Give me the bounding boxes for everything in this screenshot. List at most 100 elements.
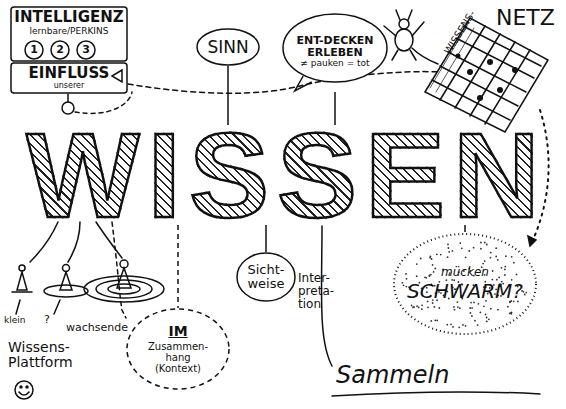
swarm-dot bbox=[454, 309, 456, 311]
swarm-dot bbox=[465, 257, 467, 259]
swarm-dot bbox=[420, 258, 422, 260]
swarm-dot bbox=[470, 312, 472, 314]
swarm-dot bbox=[421, 287, 423, 289]
swarm-dot bbox=[446, 291, 448, 293]
swarm-dot bbox=[454, 288, 456, 290]
swarm-dot bbox=[431, 258, 433, 260]
numbered-circle: 2 bbox=[50, 40, 70, 60]
swarm-dot bbox=[498, 277, 500, 279]
swarm-dot bbox=[483, 286, 485, 288]
oval-outline bbox=[25, 41, 43, 59]
swarm-dot bbox=[440, 254, 442, 256]
swarm-dot bbox=[513, 300, 515, 302]
swarm-dot bbox=[452, 250, 454, 252]
swarm-outline bbox=[394, 234, 536, 334]
smiley-symbol bbox=[15, 381, 33, 399]
swarm-dot bbox=[480, 242, 482, 244]
figure-head bbox=[120, 260, 128, 268]
swarm-dot bbox=[458, 281, 460, 283]
swarm-dot bbox=[448, 251, 450, 253]
swarm-dot bbox=[455, 288, 457, 290]
swarm-dot bbox=[449, 272, 451, 274]
swarm-dot bbox=[446, 279, 448, 281]
swarm-dot bbox=[448, 274, 450, 276]
swarm-dot bbox=[483, 305, 485, 307]
swarm-dot bbox=[511, 312, 513, 314]
swarm-dot bbox=[495, 247, 497, 249]
swarm-dot bbox=[416, 295, 418, 297]
figure-body bbox=[395, 29, 413, 51]
node-text: unserer bbox=[54, 82, 85, 91]
swarm-dot bbox=[505, 255, 507, 257]
swarm-dot bbox=[457, 306, 459, 308]
swarm-dot bbox=[461, 284, 463, 286]
figure-tail bbox=[412, 48, 438, 64]
swarm-dot bbox=[455, 292, 457, 294]
swarm-dot bbox=[429, 275, 431, 277]
leader-line bbox=[68, 222, 80, 262]
swarm-dot bbox=[489, 287, 491, 289]
swarm-dot bbox=[427, 301, 429, 303]
swarm-dot bbox=[424, 276, 426, 278]
swarm-dot bbox=[461, 298, 463, 300]
net-knot bbox=[512, 67, 518, 73]
swarm-dot bbox=[406, 286, 408, 288]
swarm-dot bbox=[486, 317, 488, 319]
node-text: 2 bbox=[56, 44, 64, 56]
oval-outline bbox=[197, 29, 259, 65]
swarm-dot bbox=[468, 268, 470, 270]
net-knot bbox=[477, 95, 483, 101]
figure-body bbox=[60, 272, 72, 290]
swarm-dot bbox=[501, 281, 503, 283]
swarm-dot bbox=[494, 293, 496, 295]
swarm-dot bbox=[432, 264, 434, 266]
net-outline bbox=[425, 18, 548, 132]
swarm-dot bbox=[509, 301, 511, 303]
swarm-dot bbox=[433, 271, 435, 273]
underline-stroke bbox=[332, 392, 540, 396]
smiley-mouth bbox=[19, 392, 29, 395]
swarm-dot bbox=[510, 312, 512, 314]
swarm-dot bbox=[405, 273, 407, 275]
platform-ring bbox=[84, 276, 164, 302]
swarm-dot bbox=[448, 298, 450, 300]
node-text: WISSEN bbox=[26, 125, 547, 225]
node-text: ≠ pauken = tot bbox=[300, 59, 369, 69]
swarm-dot bbox=[434, 306, 436, 308]
swarm-dot bbox=[509, 301, 511, 303]
swarm-dot bbox=[429, 257, 431, 259]
arrow-symbol bbox=[112, 70, 122, 82]
oval-outline bbox=[51, 41, 69, 59]
node-text: 1 bbox=[30, 44, 38, 56]
box-outline bbox=[11, 63, 127, 93]
swarm-dot bbox=[430, 295, 432, 297]
note-text: ? bbox=[44, 314, 58, 326]
swarm-dot bbox=[440, 292, 442, 294]
swarm-dot bbox=[434, 285, 436, 287]
swarm-dot bbox=[453, 279, 455, 281]
swarm-dot bbox=[491, 279, 493, 281]
swarm-dot bbox=[517, 286, 519, 288]
swarm-dot bbox=[416, 305, 418, 307]
smiley-eye bbox=[26, 386, 28, 388]
swarm-dot bbox=[484, 242, 486, 244]
leader-line bbox=[67, 94, 69, 102]
swarm-dot bbox=[416, 263, 418, 265]
swarm-dot bbox=[482, 263, 484, 265]
swarm-dot bbox=[474, 320, 476, 322]
title-box: INTELLIGENZlernbare/PERKINS123 bbox=[10, 6, 128, 62]
swarm-dot bbox=[450, 323, 452, 325]
swarm-dot bbox=[456, 288, 458, 290]
swarm-dot bbox=[493, 284, 495, 286]
swarm-dot bbox=[463, 270, 465, 272]
speech-bubble: ENT-DECKENERLEBEN≠ pauken = tot bbox=[282, 12, 388, 92]
swarm-dot bbox=[458, 271, 460, 273]
leader-line bbox=[16, 300, 60, 314]
swarm-dot bbox=[406, 278, 408, 280]
ground-line bbox=[12, 291, 32, 293]
platform-ring bbox=[108, 284, 140, 294]
node-text: IM bbox=[168, 324, 187, 339]
swarm-dot bbox=[473, 275, 475, 277]
swarm-dot bbox=[497, 295, 499, 297]
swarm-dot bbox=[419, 282, 421, 284]
